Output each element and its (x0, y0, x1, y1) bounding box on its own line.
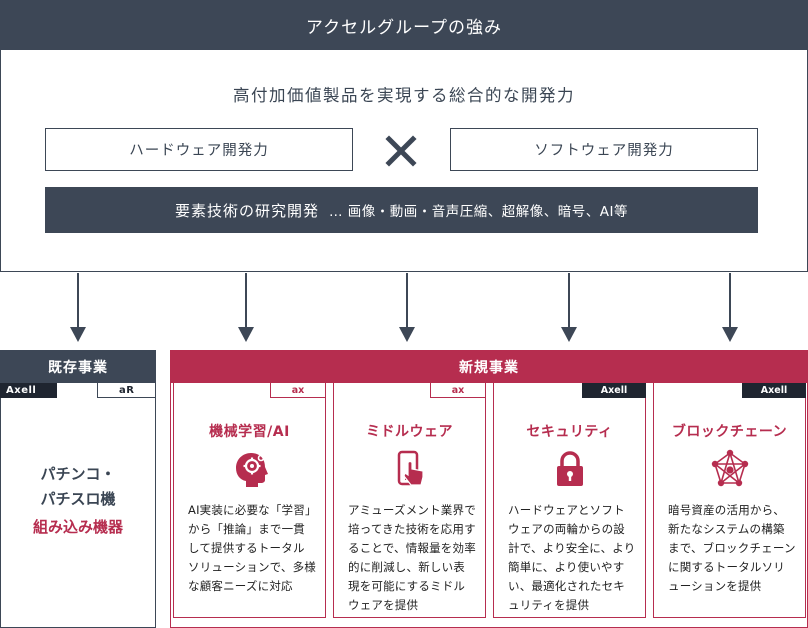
arrow-down-icon (238, 273, 254, 342)
arrow-down-icon (561, 273, 577, 342)
card-title: ブロックチェーン (671, 424, 788, 440)
embedded-devices-label: 組み込み機器 (32, 518, 123, 536)
tagline: 高付加価値製品を実現する総合的な開発力 (233, 86, 575, 105)
hardware-capability-box: ハードウェア開発力 (45, 128, 353, 171)
ar-logo-text: aR (119, 384, 135, 396)
software-label: ソフトウェア開発力 (534, 143, 674, 159)
card-title: セキュリティ (526, 424, 613, 440)
hardware-label: ハードウェア開発力 (129, 143, 269, 159)
new-business-title: 新規事業 (459, 359, 519, 376)
axell-logo: Axell (582, 383, 646, 398)
new-business-header: 新規事業 (170, 350, 808, 383)
card-title: 機械学習/AI (209, 424, 290, 440)
tech-research-bar: 要素技術の研究開発 … 画像・動画・音声圧縮、超解像、暗号、AI等 (45, 187, 758, 233)
existing-business-description: パチンコ・ パチスロ機 (0, 462, 156, 512)
cross-icon (385, 135, 417, 167)
ax-logo: ax (270, 383, 326, 398)
arrow-down-icon (722, 273, 738, 342)
arrow-down-icon (399, 273, 415, 342)
card-description: ハードウェアとソフトウェアの両輪からの設計で、より安全に、より簡単に、より使いや… (508, 503, 636, 612)
ar-logo: aR (97, 383, 156, 398)
padlock-icon (556, 451, 583, 486)
ax-logo: ax (430, 383, 486, 398)
existing-line-1: パチンコ・ (40, 465, 116, 483)
tech-main-label: 要素技術の研究開発 (174, 201, 319, 220)
existing-line-2: パチスロ機 (40, 490, 116, 508)
header-title: アクセルグループの強み (305, 17, 503, 38)
tech-sub-label: … 画像・動画・音声圧縮、超解像、暗号、AI等 (329, 204, 629, 220)
arrow-down-icon (70, 273, 86, 342)
business-card-blockchain: Axell ブロックチェーン 暗号資産の活用から、新たなシステムの構築まで、ブロ… (653, 383, 806, 618)
header-bar: アクセルグループの強み (0, 0, 808, 50)
axell-logo: Axell (742, 383, 806, 398)
existing-business-title: 既存事業 (48, 359, 108, 376)
business-card-ai: ax 機械学習/AI AI実装に必要な「学習」から「推論」まで一貫して提供するト… (173, 383, 326, 618)
smartphone-touch-icon (397, 450, 424, 486)
card-description: AI実装に必要な「学習」から「推論」まで一貫して提供するトータルソリューションで… (188, 503, 317, 593)
card-description: 暗号資産の活用から、新たなシステムの構築まで、ブロックチェーンに関するトータルソ… (668, 503, 796, 593)
card-description: アミューズメント業界で培ってきた技術を応用することで、情報量を効率的に削減し、新… (348, 503, 476, 612)
software-capability-box: ソフトウェア開発力 (450, 128, 758, 171)
business-card-security: Axell セキュリティ ハードウェアとソフトウェアの両輪からの設計で、より安全… (493, 383, 646, 618)
existing-business-header: 既存事業 (0, 350, 156, 383)
axell-logo: Axell (0, 383, 57, 398)
business-card-middleware: ax ミドルウェア アミューズメント業界で培ってきた技術を応用することで、情報量… (333, 383, 486, 618)
ai-head-gear-icon (235, 453, 268, 487)
axell-logo-text: Axell (6, 385, 37, 396)
card-title: ミドルウェア (366, 424, 453, 440)
network-nodes-icon (711, 449, 748, 487)
